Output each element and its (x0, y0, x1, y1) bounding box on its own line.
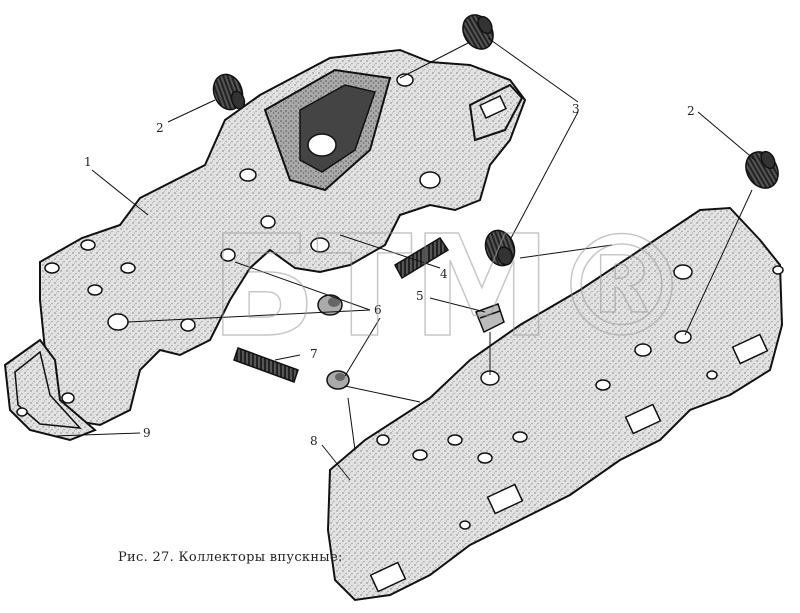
callout-7: 7 (310, 347, 318, 361)
callout-labels: 1 2 2 3 4 5 6 7 8 9 (84, 102, 695, 448)
callout-2-right: 2 (687, 104, 695, 118)
stud-part-7 (233, 347, 299, 383)
callout-1: 1 (84, 155, 92, 169)
plug-part-6-lower (326, 370, 350, 390)
callout-2-left: 2 (156, 121, 164, 135)
plug-part-3-middle (484, 229, 516, 267)
plug-part-2-right (745, 150, 779, 189)
callout-6: 6 (374, 303, 382, 317)
callout-4: 4 (440, 267, 448, 281)
callout-9: 9 (143, 426, 151, 440)
callout-8: 8 (310, 434, 318, 448)
figure-caption: Рис. 27. Коллекторы впускные: (118, 550, 343, 565)
right-manifold-part-8 (326, 206, 784, 602)
plug-part-3-top (462, 14, 494, 50)
callout-5: 5 (416, 289, 424, 303)
watermark-logo: БТМ® (210, 206, 692, 369)
plug-part-2-left (212, 73, 246, 111)
gasket-part-9 (3, 338, 97, 442)
stud-part-4 (394, 236, 450, 280)
callout-3: 3 (572, 102, 580, 116)
left-manifold-part-1 (39, 48, 527, 427)
leader-lines (54, 37, 756, 481)
plug-part-6-upper (317, 294, 343, 316)
